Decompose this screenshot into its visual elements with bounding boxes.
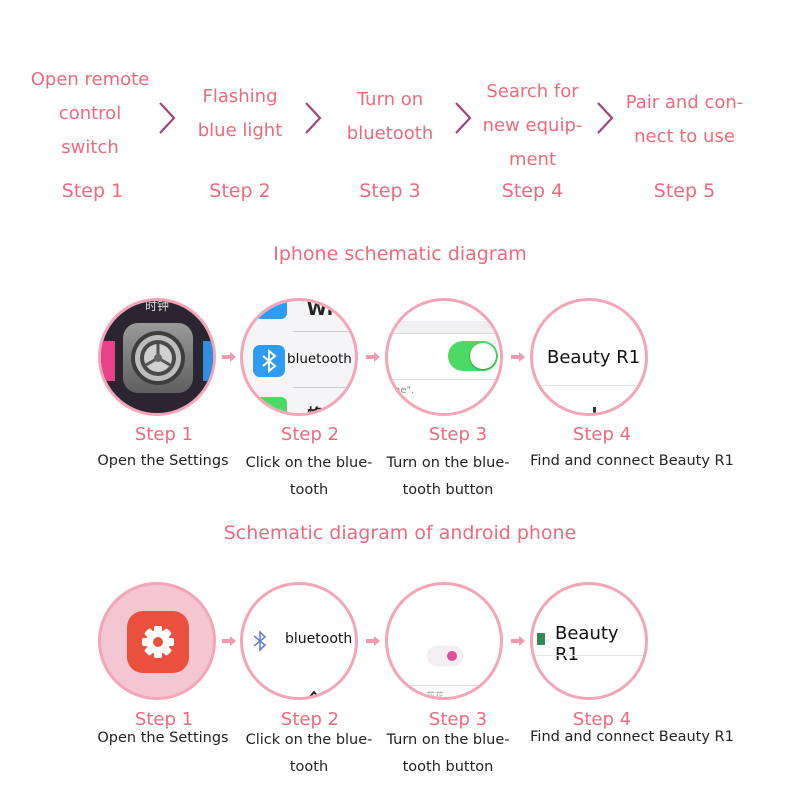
wifi-icon-tile [255,301,287,319]
cellular-label-partial: 蜂窝 [307,405,340,416]
chevron-right-icon [305,102,322,134]
top-step-3-text: Turn on bluetooth [346,89,434,144]
device-name: Beauty R1 [555,623,619,665]
top-step-5-label: Step 5 [653,180,716,202]
divider [388,379,500,380]
arrow-right-icon [222,636,236,646]
android-step-2-label: Step 2 [280,709,340,730]
bluetooth-icon [262,348,277,374]
bluetooth-icon [253,630,267,652]
bottom-label-partial: 花花 [426,692,445,700]
chevron-right-icon [597,102,614,134]
divider [293,331,355,332]
iphone-step-3-desc: Turn on the blue- tooth button [386,455,510,498]
top-step-4-label: Step 4 [501,180,564,202]
iphone-toggle-circle: ne". [385,298,503,416]
iphone-step-2-label: Step 2 [280,424,340,445]
divider [388,685,500,686]
android-section-title: Schematic diagram of android phone [223,522,577,544]
chevron-up-icon [308,690,320,697]
chevron-right-icon [455,102,472,134]
divider [293,387,355,388]
bluetooth-app-icon [253,345,285,377]
iphone-step-2-desc: Click on the blue- tooth [245,455,373,498]
iphone-settings-circle: 时钟 [98,298,216,416]
toggle-knob [447,651,457,661]
android-step-4-desc: Find and connect Beauty R1 [530,729,734,745]
bluetooth-toggle[interactable] [448,341,498,371]
footnote-partial: ne". [394,385,415,396]
toggle-knob [470,343,496,369]
device-name: Beauty R1 [547,347,641,368]
android-step-3-desc: Turn on the blue- tooth button [386,732,510,775]
gear-icon [142,626,174,658]
iphone-section-title: Iphone schematic diagram [273,243,527,265]
android-step-1-desc: Open the Settings [97,730,229,746]
wallpaper-pink-left [101,341,115,381]
gray-band [388,321,500,333]
android-step-1-label: Step 1 [134,709,194,730]
cellular-icon-tile [255,397,287,413]
wifi-label-partial: Wi [307,299,334,320]
settings-app-icon [127,611,189,673]
settings-app-icon [123,323,193,393]
android-step-3-label: Step 3 [428,709,488,730]
top-step-2-label: Step 2 [209,180,271,202]
top-step-1-text: Open remote control switch [30,69,150,158]
chevron-right-icon [159,102,176,134]
divider [533,655,645,656]
iphone-step-4-label: Step 4 [572,424,632,445]
top-step-1-label: Step 1 [61,180,124,202]
device-list-icon [537,633,545,645]
android-device-circle: Beauty R1 [530,582,648,700]
divider [388,333,500,334]
iphone-step-3-label: Step 3 [428,424,488,445]
iphone-step-4-desc: Find and connect Beauty R1 [530,453,734,469]
iphone-bluetooth-circle: Wi bluetooth 蜂窝 [240,298,358,416]
bluetooth-toggle[interactable] [428,647,462,665]
iphone-step-1-desc: Open the Settings [97,453,229,469]
top-step-3-label: Step 3 [359,180,421,202]
divider [533,385,645,386]
top-step-4-text: Search for new equip- ment [482,81,583,170]
android-bluetooth-circle: bluetooth [240,582,358,700]
arrow-right-icon [366,352,380,362]
arrow-right-icon [366,636,380,646]
bluetooth-label: bluetooth [287,351,352,367]
android-step-2-desc: Click on the blue- tooth [245,732,373,775]
android-step-4-label: Step 4 [572,709,632,730]
top-step-5-text: Pair and con- nect to use [625,92,744,147]
arrow-right-icon [511,352,525,362]
clock-label-partial: 时钟 [145,299,170,313]
wallpaper-blue-right [203,341,213,381]
arrow-right-icon [222,352,236,362]
dot [593,407,596,413]
android-toggle-circle: 花花 [385,582,503,700]
android-settings-circle [98,582,216,700]
top-step-2-text: Flashing blue light [197,86,283,141]
iphone-device-circle: Beauty R1 [530,298,648,416]
iphone-step-1-label: Step 1 [134,424,194,445]
bluetooth-label: bluetooth [285,631,353,647]
gear-icon [131,331,185,385]
arrow-right-icon [511,636,525,646]
